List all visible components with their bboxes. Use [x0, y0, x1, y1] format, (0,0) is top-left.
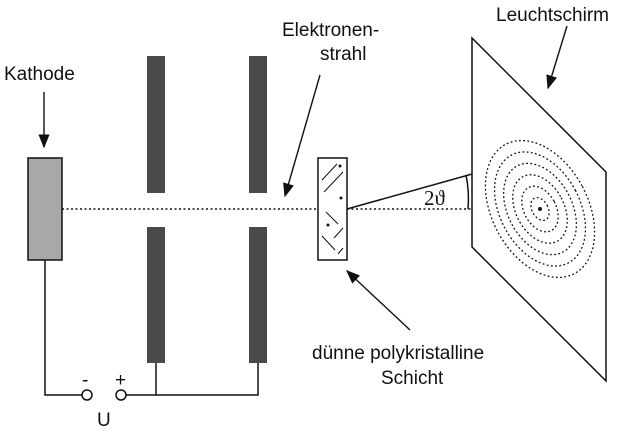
screen-center-dot: [538, 207, 542, 211]
screen-pointer-arrow: [546, 25, 568, 90]
minus-sign: -: [82, 370, 88, 391]
beam-label-line1: Elektronen-: [282, 20, 379, 41]
foil-label-line1: dünne polykristalline: [312, 343, 484, 364]
diffraction-ring: [530, 196, 550, 222]
beam-pointer-arrow: [283, 74, 321, 198]
beam-label-line2: strahl: [320, 44, 366, 65]
polycrystalline-foil: [317, 157, 348, 261]
screen-label: Leuchtschirm: [496, 5, 609, 26]
angle-arc: [465, 174, 470, 210]
wire-anode: [126, 363, 259, 396]
cathode-label: Kathode: [4, 64, 75, 85]
cathode: [27, 157, 63, 261]
crystal-grain-marks: [321, 163, 344, 255]
anode-plate-right-top: [249, 56, 267, 193]
wire-cathode: [44, 260, 82, 396]
foil-label-line2: Schicht: [381, 368, 444, 389]
diffraction-ring: [521, 185, 559, 233]
diffraction-ring: [502, 162, 578, 256]
foil-pointer-arrow: [345, 270, 411, 331]
angle-label: 2ϑ: [424, 186, 446, 210]
plus-sign: +: [115, 370, 126, 391]
anode-plate-right-bottom: [249, 227, 267, 363]
diffraction-ring: [512, 174, 568, 244]
voltage-label: U: [97, 410, 111, 431]
diffraction-ring: [493, 151, 587, 267]
anode-plate-left-bottom: [147, 227, 165, 363]
anode-plate-left-top: [147, 56, 165, 193]
terminal-minus: [81, 389, 93, 401]
terminal-plus: [115, 389, 127, 401]
